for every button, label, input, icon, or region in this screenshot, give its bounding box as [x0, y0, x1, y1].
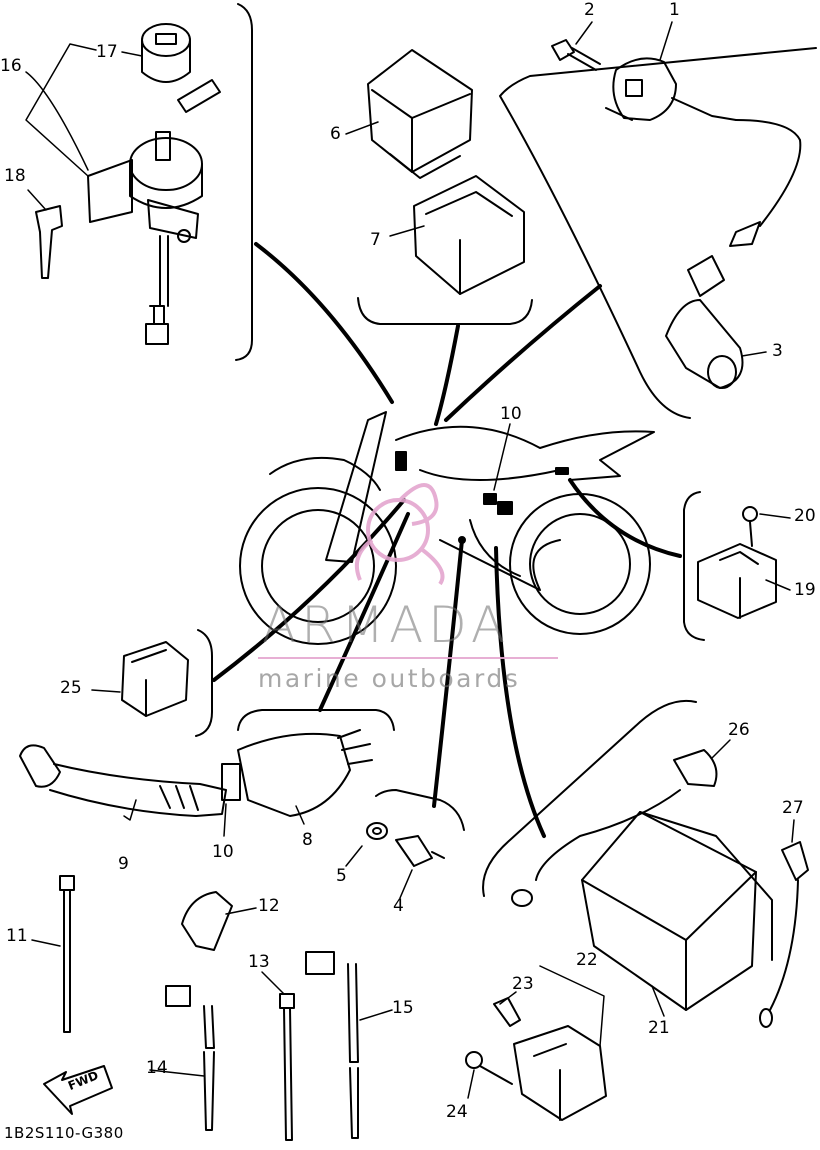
callout-25: 25	[60, 678, 82, 698]
callout-2: 2	[584, 0, 595, 20]
neutral-switch-drawing	[366, 822, 445, 867]
callout-4: 4	[393, 896, 404, 916]
callout-24: 24	[446, 1102, 468, 1122]
inset-frame-relay	[357, 297, 533, 325]
plug-cap-drawing	[665, 255, 744, 389]
main-switch-drawing	[35, 23, 221, 345]
callout-26: 26	[728, 720, 750, 740]
cable-ties-drawing	[59, 875, 295, 1141]
callout-21: 21	[648, 1018, 670, 1038]
callout-6: 6	[330, 124, 341, 144]
watermark-title: ARMADA	[262, 596, 511, 654]
relay-drawing	[367, 49, 473, 179]
motorcycle-outline	[239, 411, 655, 645]
callout-14: 14	[146, 1058, 168, 1078]
callout-18: 18	[4, 166, 26, 186]
inset-frame-switch	[375, 789, 465, 831]
callout-10-upper: 10	[500, 404, 522, 424]
callout-11: 11	[6, 926, 28, 946]
forward-arrow-icon	[43, 1065, 113, 1115]
inset-frame-coil	[499, 47, 817, 419]
callout-12: 12	[258, 896, 280, 916]
callout-7: 7	[370, 230, 381, 250]
bolt-drawing	[551, 39, 601, 71]
inset-frame-battery	[482, 699, 697, 897]
watermark-subtitle: marine outboards	[258, 664, 521, 693]
callout-19: 19	[794, 580, 816, 600]
callout-3: 3	[772, 341, 783, 361]
callout-15: 15	[392, 998, 414, 1018]
starter-relay-drawing	[121, 641, 189, 717]
sensor-drawing	[19, 729, 373, 817]
callout-27: 27	[782, 798, 804, 818]
callout-17: 17	[96, 42, 118, 62]
rectifier-drawing	[697, 506, 777, 619]
callout-5: 5	[336, 866, 347, 886]
callout-20: 20	[794, 506, 816, 526]
callout-16: 16	[0, 56, 22, 76]
inset-frame-ignition	[235, 3, 253, 361]
inset-frame-sensor	[237, 709, 395, 731]
diagram-code: 1B2S110-G380	[4, 1124, 124, 1142]
callout-9: 9	[118, 854, 129, 874]
callout-23: 23	[512, 974, 534, 994]
battery-drawing	[465, 749, 809, 1121]
straps-drawing	[165, 951, 359, 1139]
inset-frame-rectifier	[683, 491, 705, 641]
callout-1: 1	[669, 0, 680, 20]
relay-cover-drawing	[413, 175, 525, 295]
callout-22: 22	[576, 950, 598, 970]
inset-frame-starter-relay	[195, 629, 213, 737]
callout-8: 8	[302, 830, 313, 850]
callout-10-lower: 10	[212, 842, 234, 862]
clamp-drawing	[181, 891, 233, 951]
watermark-logo-icon	[258, 483, 558, 659]
ignition-coil-drawing	[605, 57, 802, 247]
callout-13: 13	[248, 952, 270, 972]
